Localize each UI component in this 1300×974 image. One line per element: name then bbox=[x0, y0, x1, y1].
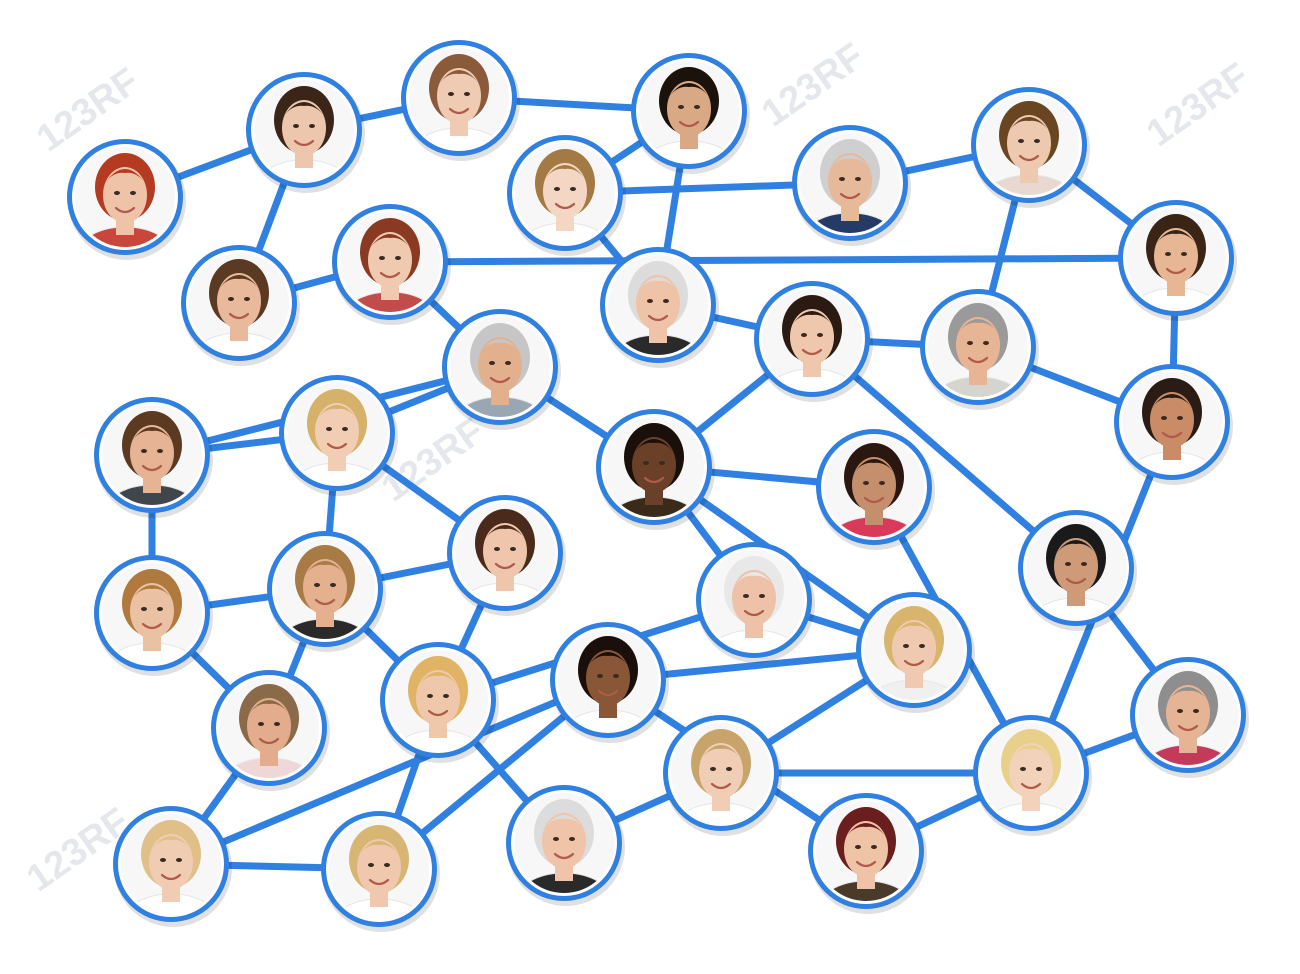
portrait-node bbox=[1118, 200, 1237, 321]
portrait-node bbox=[211, 670, 330, 791]
connection-line bbox=[386, 254, 1180, 266]
portrait-node bbox=[279, 375, 398, 496]
watermark-text: 123RF bbox=[754, 35, 872, 135]
portrait-node bbox=[1018, 510, 1137, 631]
portrait-nodes bbox=[67, 40, 1249, 932]
connection-line bbox=[808, 335, 1080, 572]
portrait-node bbox=[181, 245, 300, 366]
connection-line bbox=[167, 676, 612, 868]
portrait-node bbox=[808, 793, 927, 914]
portrait-node bbox=[816, 429, 935, 550]
portrait-node bbox=[506, 785, 625, 906]
portrait-node bbox=[447, 495, 566, 616]
portrait-node bbox=[321, 811, 440, 932]
portrait-node bbox=[631, 53, 750, 174]
portrait-node bbox=[1114, 364, 1233, 485]
portrait-node bbox=[792, 125, 911, 246]
portrait-node bbox=[401, 40, 520, 161]
portrait-node bbox=[600, 247, 719, 368]
portrait-node bbox=[971, 87, 1090, 208]
portrait-node bbox=[754, 281, 873, 402]
portrait-node bbox=[267, 531, 386, 652]
portrait-node bbox=[596, 409, 715, 530]
portrait-node bbox=[663, 715, 782, 836]
watermark-text: 123RF bbox=[1139, 55, 1257, 155]
portrait-node bbox=[442, 309, 561, 430]
portrait-node bbox=[920, 289, 1039, 410]
portrait-node bbox=[94, 555, 213, 676]
portrait-node bbox=[67, 139, 186, 260]
portrait-node bbox=[507, 135, 626, 256]
portrait-node bbox=[856, 592, 975, 713]
portrait-node bbox=[1130, 657, 1249, 778]
portrait-node bbox=[246, 72, 365, 193]
portrait-node bbox=[113, 806, 232, 927]
portrait-node bbox=[332, 204, 451, 325]
portrait-node bbox=[94, 397, 213, 518]
portrait-node bbox=[696, 542, 815, 663]
portrait-node bbox=[550, 622, 669, 743]
portrait-node bbox=[973, 715, 1092, 836]
portrait-photo bbox=[979, 95, 1079, 195]
portrait-node bbox=[380, 642, 499, 763]
